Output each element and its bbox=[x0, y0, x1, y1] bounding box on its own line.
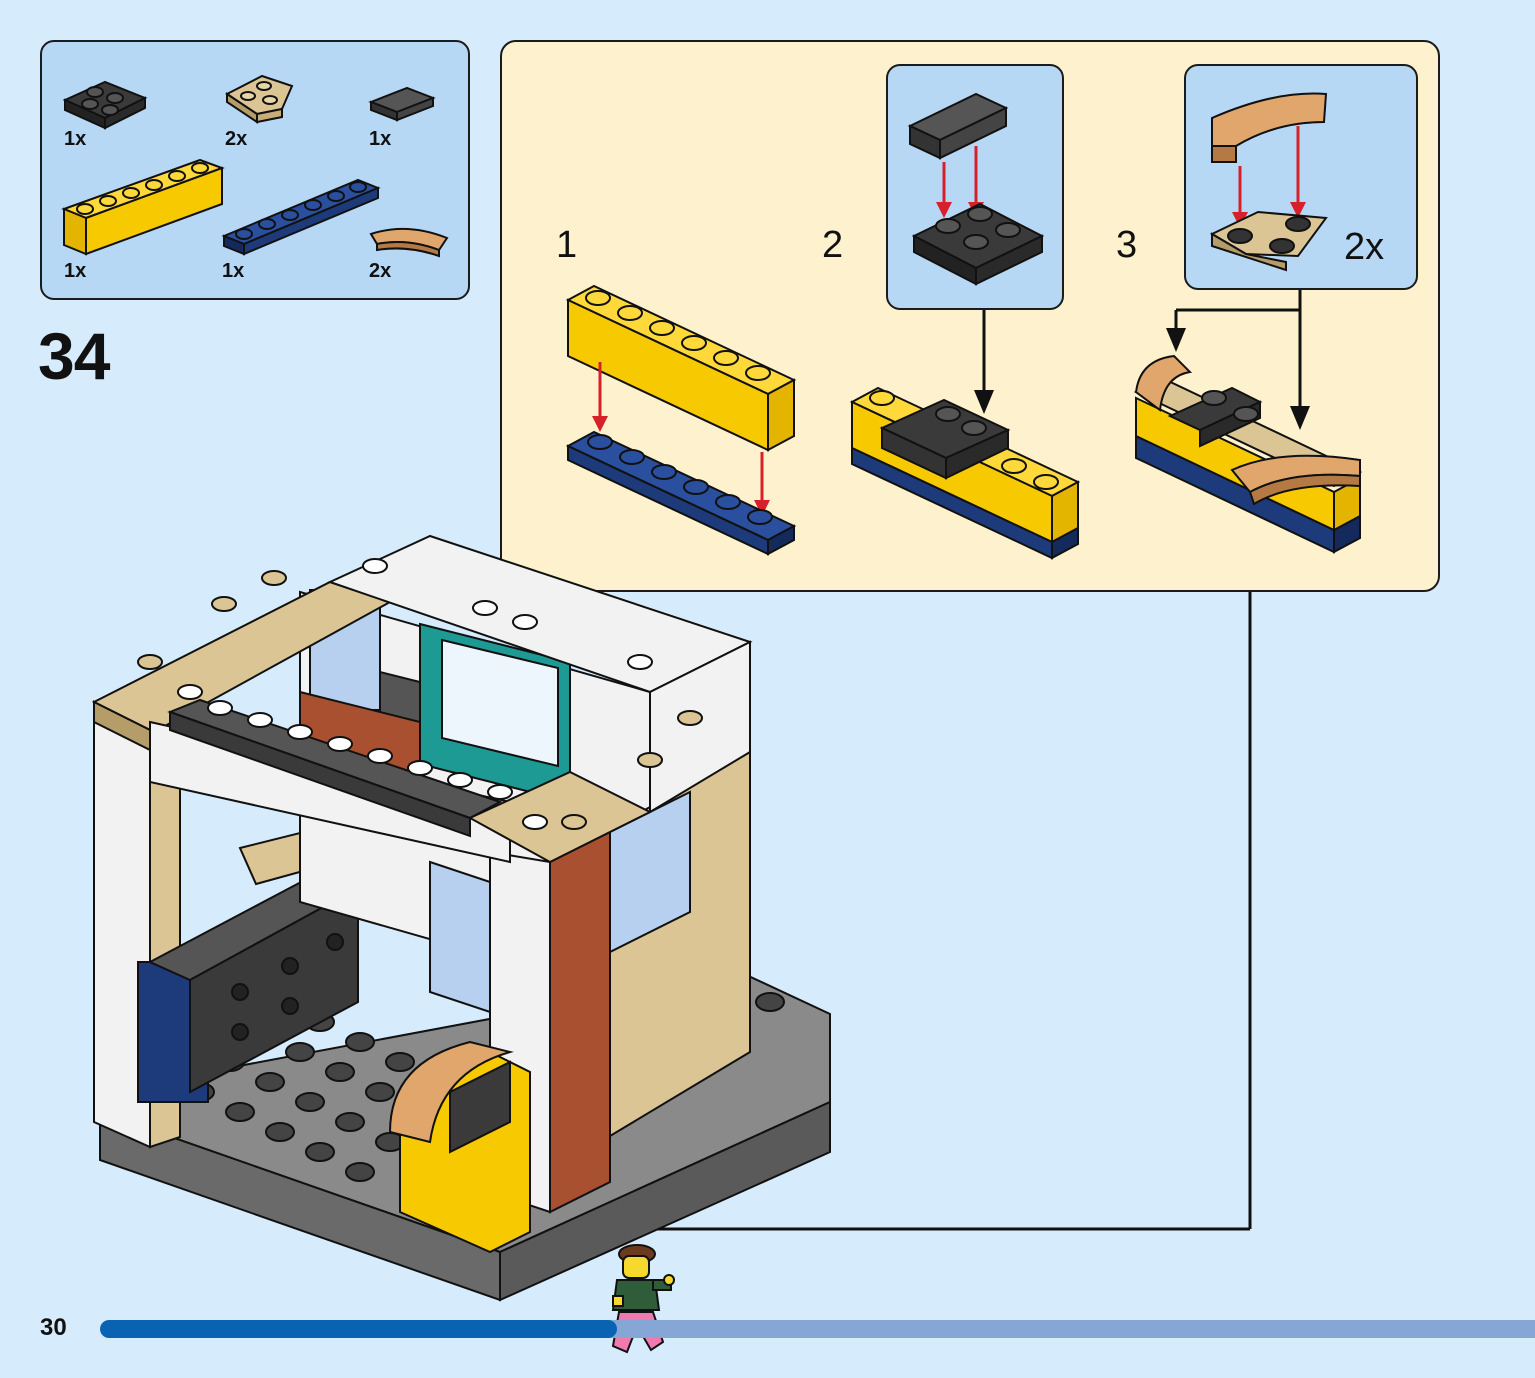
minifigure-icon bbox=[611, 1244, 675, 1354]
part-qty: 2x bbox=[225, 128, 248, 150]
callout-3-arrows bbox=[1166, 290, 1310, 430]
main-model-illustration bbox=[91, 534, 831, 1302]
part-qty: 2x bbox=[369, 260, 392, 282]
curved-tile-icon bbox=[369, 227, 449, 258]
substep-3-illustration bbox=[1133, 354, 1363, 554]
substep-1-illustration bbox=[565, 284, 797, 556]
dark-grey-plate-icon bbox=[62, 80, 148, 130]
sub-step-number: 3 bbox=[1116, 224, 1138, 266]
part-qty: 1x bbox=[369, 128, 392, 150]
substep-2-callout bbox=[886, 64, 1064, 310]
sub-step-number: 1 bbox=[556, 224, 578, 266]
substep-2-illustration bbox=[849, 386, 1081, 560]
progress-bar bbox=[100, 1320, 1535, 1338]
part-qty: 1x bbox=[222, 260, 245, 282]
part-qty: 1x bbox=[64, 260, 87, 282]
progress-bar-fill bbox=[100, 1320, 617, 1338]
tan-corner-plate-icon bbox=[225, 74, 294, 124]
page-number: 30 bbox=[40, 1314, 67, 1341]
part-qty: 1x bbox=[64, 128, 87, 150]
dark-blue-plate-icon bbox=[221, 178, 381, 256]
curve-onto-corner-illustration bbox=[1209, 92, 1328, 272]
dark-grey-tile-icon bbox=[368, 86, 436, 122]
sub-step-number: 2 bbox=[822, 224, 844, 266]
yellow-brick-icon bbox=[61, 158, 225, 256]
callout-quantity: 2x bbox=[1344, 226, 1385, 268]
callout-2-arrow bbox=[974, 310, 994, 414]
substep-3-callout: 2x bbox=[1184, 64, 1418, 290]
tile-onto-plate-illustration bbox=[907, 92, 1045, 286]
parts-list-panel: 1x 2x 1x 1x 1x bbox=[40, 40, 470, 300]
subassembly-panel: 1 2 3 bbox=[500, 40, 1440, 592]
step-number: 34 bbox=[38, 319, 110, 393]
